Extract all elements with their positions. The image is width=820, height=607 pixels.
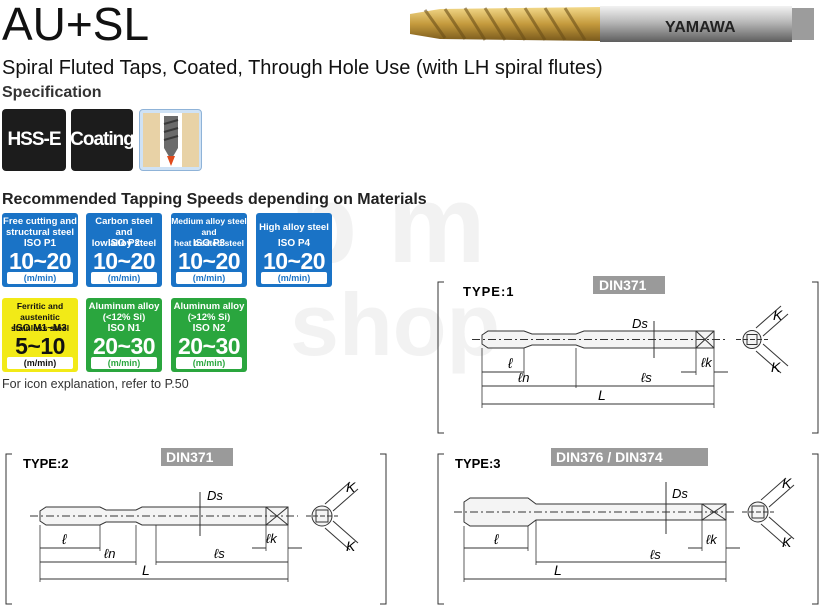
speed-card-caption: low alloy steel bbox=[91, 238, 157, 249]
speeds-heading: Recommended Tapping Speeds depending on … bbox=[2, 191, 427, 208]
type3-drawing: TYPE:3 DIN376 / DIN374 Ds ℓ ℓs ℓk L K K bbox=[437, 448, 819, 605]
type3-standard: DIN376 / DIN374 bbox=[556, 449, 663, 465]
speed-card-unit: (m/min) bbox=[91, 272, 157, 284]
icon-explanation-note: For icon explanation, refer to P.50 bbox=[2, 377, 189, 391]
dim-ln: ℓn bbox=[104, 546, 115, 561]
speed-card-unit: (m/min) bbox=[7, 272, 73, 284]
dim-lk: ℓk bbox=[701, 355, 713, 370]
page-subtitle: Spiral Fluted Taps, Coated, Through Hole… bbox=[2, 57, 603, 79]
speed-card-range: 10~20 bbox=[177, 248, 241, 274]
dim-k-top: K bbox=[782, 475, 792, 491]
type2-drawing: TYPE:2 DIN371 Ds ℓ ℓn ℓs ℓk L K K bbox=[5, 448, 387, 605]
speed-card-unit: (m/min) bbox=[176, 272, 242, 284]
dim-l: ℓ bbox=[61, 531, 67, 547]
hss-e-badge-label: HSS-E bbox=[7, 129, 61, 150]
coating-badge-label: Coating bbox=[70, 129, 135, 150]
dim-L: L bbox=[142, 562, 150, 578]
speed-card-iso: ISO N2 bbox=[192, 323, 226, 334]
speed-card-iso: ISO P3 bbox=[192, 238, 226, 249]
specification-heading: Specification bbox=[2, 84, 102, 101]
type2-standard: DIN371 bbox=[166, 449, 214, 465]
through-hole-graphic bbox=[142, 113, 199, 167]
speed-card-unit: (m/min) bbox=[176, 357, 242, 369]
dim-ln: ℓn bbox=[518, 370, 529, 385]
speed-card-caption: heat treated steel bbox=[174, 238, 244, 248]
dim-ls: ℓs bbox=[214, 546, 225, 561]
dim-l: ℓ bbox=[493, 531, 499, 547]
speed-card-caption: (<12% Si) bbox=[102, 312, 146, 323]
tool-brand-text: YAMAWA bbox=[665, 19, 736, 36]
type1-drawing: TYPE:1 DIN371 Ds ℓ ℓn ℓs ℓk L K K bbox=[437, 276, 819, 434]
speed-card-caption: structural steel bbox=[5, 227, 75, 238]
speed-card-range: 10~20 bbox=[92, 248, 156, 274]
speed-card-iso: ISO P1 bbox=[23, 238, 57, 249]
page-title: AU+SL bbox=[2, 0, 150, 50]
dim-k-bottom: K bbox=[771, 359, 781, 375]
speed-card-caption: Medium alloy steel and bbox=[171, 216, 247, 237]
tap-tool-image: YAMAWA bbox=[410, 6, 814, 42]
dim-k-bottom: K bbox=[346, 538, 356, 554]
speed-card-caption: High alloy steel bbox=[259, 222, 329, 233]
speed-card-iso: ISO P2 bbox=[107, 238, 141, 249]
dim-ds: Ds bbox=[672, 486, 688, 501]
speed-card-iso: ISO P4 bbox=[277, 238, 311, 249]
speed-card-range: 20~30 bbox=[92, 333, 156, 359]
speed-card-range: 5~10 bbox=[15, 333, 65, 359]
dim-lk: ℓk bbox=[266, 531, 278, 546]
speed-card-caption: Aluminum alloy bbox=[88, 301, 160, 312]
dim-L: L bbox=[598, 387, 606, 403]
speed-card-range: 10~20 bbox=[262, 248, 326, 274]
dim-lk: ℓk bbox=[706, 532, 718, 547]
speed-card-iso-n2: Aluminum alloy(>12% Si) ISO N2 20~30 (m/… bbox=[171, 298, 247, 372]
dim-k-top: K bbox=[346, 479, 356, 495]
speed-card-range: 20~30 bbox=[177, 333, 241, 359]
dim-k-top: K bbox=[773, 307, 783, 323]
dim-l: ℓ bbox=[507, 355, 513, 371]
speed-card-caption: (>12% Si) bbox=[187, 312, 231, 323]
type2-label: TYPE:2 bbox=[23, 456, 69, 471]
speed-card-caption: Free cutting and bbox=[3, 216, 77, 227]
dim-ls: ℓs bbox=[641, 370, 652, 385]
speed-card-unit: (m/min) bbox=[7, 357, 73, 369]
speed-card-caption: Carbon steel and bbox=[95, 216, 153, 238]
speed-card-iso: ISO M1~M3 bbox=[13, 323, 67, 334]
speed-card-caption: Ferritic and austenitic bbox=[16, 301, 64, 322]
speed-card-unit: (m/min) bbox=[91, 357, 157, 369]
speed-card-iso: ISO N1 bbox=[107, 323, 141, 334]
speed-card-iso-p4: High alloy steel ISO P4 10~20 (m/min) bbox=[256, 213, 332, 287]
speed-card-caption: stainless steel bbox=[10, 323, 70, 333]
speed-card-unit: (m/min) bbox=[261, 272, 327, 284]
type3-label: TYPE:3 bbox=[455, 456, 501, 471]
dim-ds: Ds bbox=[207, 488, 223, 503]
type1-standard: DIN371 bbox=[599, 277, 647, 293]
speed-card-caption: Aluminum alloy bbox=[173, 301, 245, 312]
dim-ds: Ds bbox=[632, 316, 648, 331]
through-hole-icon bbox=[139, 109, 202, 171]
type1-label: TYPE:1 bbox=[463, 284, 515, 299]
speed-card-iso-n1: Aluminum alloy(<12% Si) ISO N1 20~30 (m/… bbox=[86, 298, 162, 372]
hss-e-badge: HSS-E bbox=[2, 109, 66, 171]
speed-card-range: 10~20 bbox=[8, 248, 72, 274]
dim-L: L bbox=[554, 562, 562, 578]
dim-k-bottom: K bbox=[782, 534, 792, 550]
dim-ls: ℓs bbox=[650, 547, 661, 562]
coating-badge: Coating bbox=[70, 109, 135, 171]
